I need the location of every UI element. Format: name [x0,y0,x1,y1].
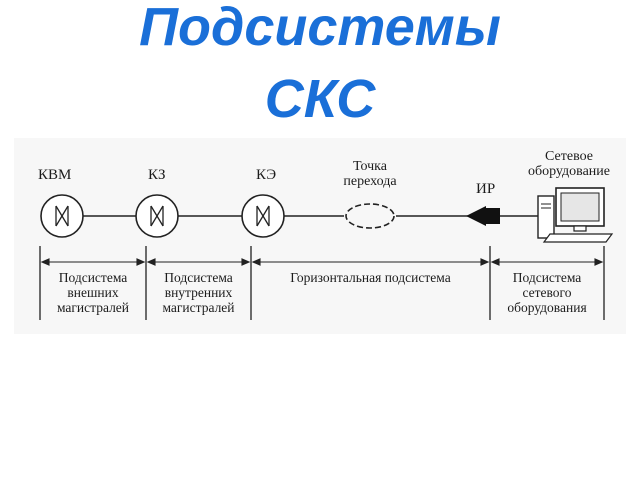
segment-arrow-horizontal [251,258,490,266]
page-title-line2: СКС [264,69,376,129]
outlet-plug-icon [466,206,500,226]
segment-label-horizontal: Горизонтальная подсистема [290,270,451,285]
page-title-line1: Подсистемы [139,0,501,57]
cross-connect-icon-kvm [40,194,84,238]
segment-label-internal: Подсистема внутренних магистралей [162,270,235,316]
node-label-kvm: КВМ [38,167,72,183]
segment-arrow-network [490,258,604,266]
transition-point-icon [345,203,395,229]
cross-connect-icon-ke [241,194,285,238]
scs-subsystems-diagram: КВМ КЗ КЭ Точка перехода ИР Сетевое обор… [14,138,626,334]
computer-icon [537,187,614,243]
node-label-kz: КЗ [148,167,166,183]
node-label-ir: ИР [476,181,496,197]
node-label-transition-point: Точка перехода [343,159,397,189]
segment-label-network-equipment: Подсистема сетевого оборудования [507,270,587,316]
segment-arrow-internal [146,258,251,266]
cross-connect-icon-kz [135,194,179,238]
segment-arrow-external [40,258,146,266]
node-label-equipment: Сетевое оборудование [527,149,611,179]
diagram-drawing [39,187,614,320]
segment-label-external: Подсистема внешних магистралей [56,270,130,316]
node-label-ke: КЭ [256,167,277,183]
